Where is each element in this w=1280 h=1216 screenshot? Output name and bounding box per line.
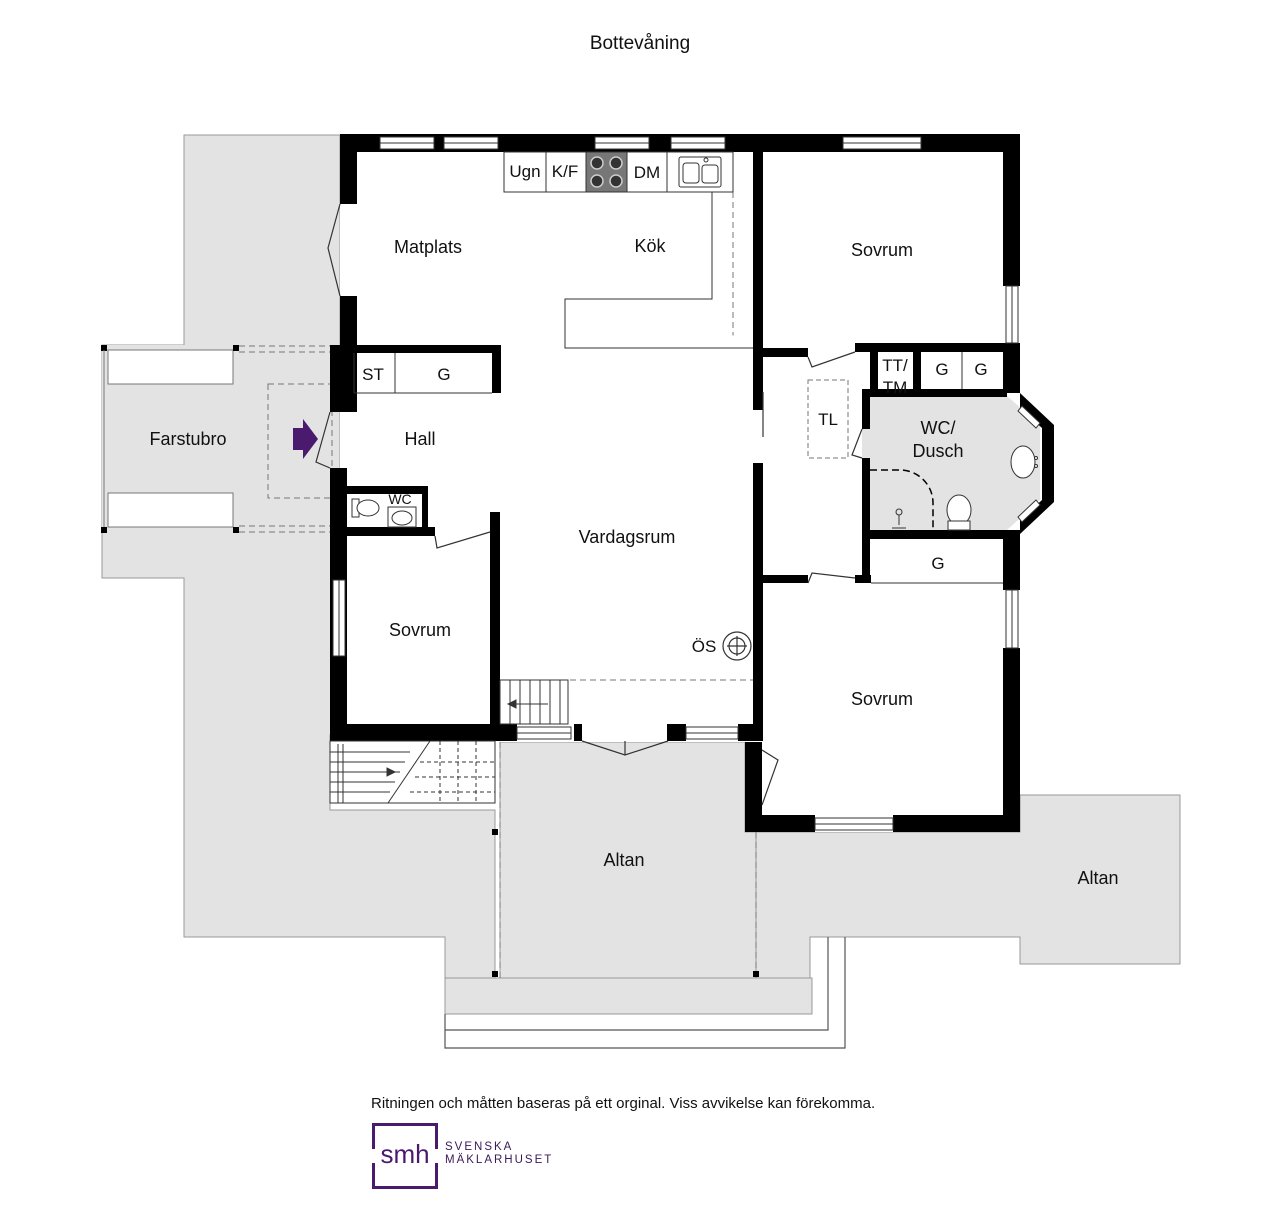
appliance-label-dm: DM: [634, 163, 660, 182]
smh-logo: smh: [372, 1123, 438, 1189]
lower-terrace-strip: [444, 977, 813, 1015]
post-markers: [492, 829, 759, 977]
label-g-bath2: G: [974, 360, 987, 379]
stove-icon: [585, 151, 628, 193]
label-st: ST: [362, 365, 384, 384]
interior-floor: [340, 135, 1020, 832]
disclaimer-text: Ritningen och måtten baseras på ett orgi…: [371, 1095, 876, 1112]
doors: [315, 203, 863, 806]
kitchen-counter: [503, 151, 753, 349]
room-label-matplats: Matplats: [394, 237, 462, 257]
plan-title: Bottevåning: [589, 33, 691, 54]
label-wc-small: WC: [388, 491, 411, 507]
fireplace-icon: [722, 631, 752, 661]
room-label-hall: Hall: [404, 429, 435, 449]
brand-line2: MÄKLARHUSET: [445, 1154, 554, 1166]
room-label-farstubro: Farstubro: [149, 429, 226, 449]
toilet-icon: [351, 498, 380, 518]
label-g-hall: G: [437, 365, 450, 384]
indoor-stairs: [499, 679, 569, 725]
lower-steps: [444, 937, 846, 1049]
shower-icon: [870, 469, 934, 530]
entrance-arrow-icon: [293, 419, 318, 459]
room-label-vardagsrum: Vardagsrum: [579, 527, 676, 547]
walls: [330, 134, 1054, 832]
room-label-sovrum-left: Sovrum: [389, 620, 451, 640]
room-label-altan-right: Altan: [1077, 868, 1118, 888]
brand-name: SVENSKA MÄKLARHUSET: [445, 1141, 553, 1167]
windows: [332, 136, 1041, 831]
room-label-wc-dusch-line1: WC/: [921, 418, 956, 438]
farstubro-area: [101, 345, 333, 533]
washbasin-icon: [387, 506, 417, 528]
wc-dusch-floor: [862, 396, 1007, 536]
label-g-bath1: G: [935, 360, 948, 379]
room-label-sovrum-right: Sovrum: [851, 689, 913, 709]
tl-box: [807, 379, 849, 459]
label-tl: TL: [818, 410, 838, 429]
appliance-label-ugn: Ugn: [509, 162, 540, 181]
label-os: ÖS: [692, 637, 717, 656]
label-tt-line2: TM: [883, 378, 908, 397]
brand-line1: SVENSKA: [445, 1141, 514, 1153]
outdoor-stairs: [329, 740, 496, 804]
room-label-altan-center: Altan: [603, 850, 644, 870]
sink-icon: [678, 156, 722, 188]
room-label-kok: Kök: [634, 236, 666, 256]
room-label-sovrum-top: Sovrum: [851, 240, 913, 260]
label-g-lower: G: [931, 554, 944, 573]
hall-storage: [353, 353, 492, 394]
toilet-wc-dusch-icon: [946, 494, 972, 531]
appliance-label-kf: K/F: [552, 162, 578, 181]
shower-drain-icon: [892, 508, 906, 529]
svg-text:smh: smh: [380, 1139, 429, 1169]
label-tt-line1: TT/: [882, 356, 908, 375]
room-label-wc-dusch-line2: Dusch: [912, 441, 963, 461]
bay-washbasin-icon: [1010, 445, 1038, 479]
